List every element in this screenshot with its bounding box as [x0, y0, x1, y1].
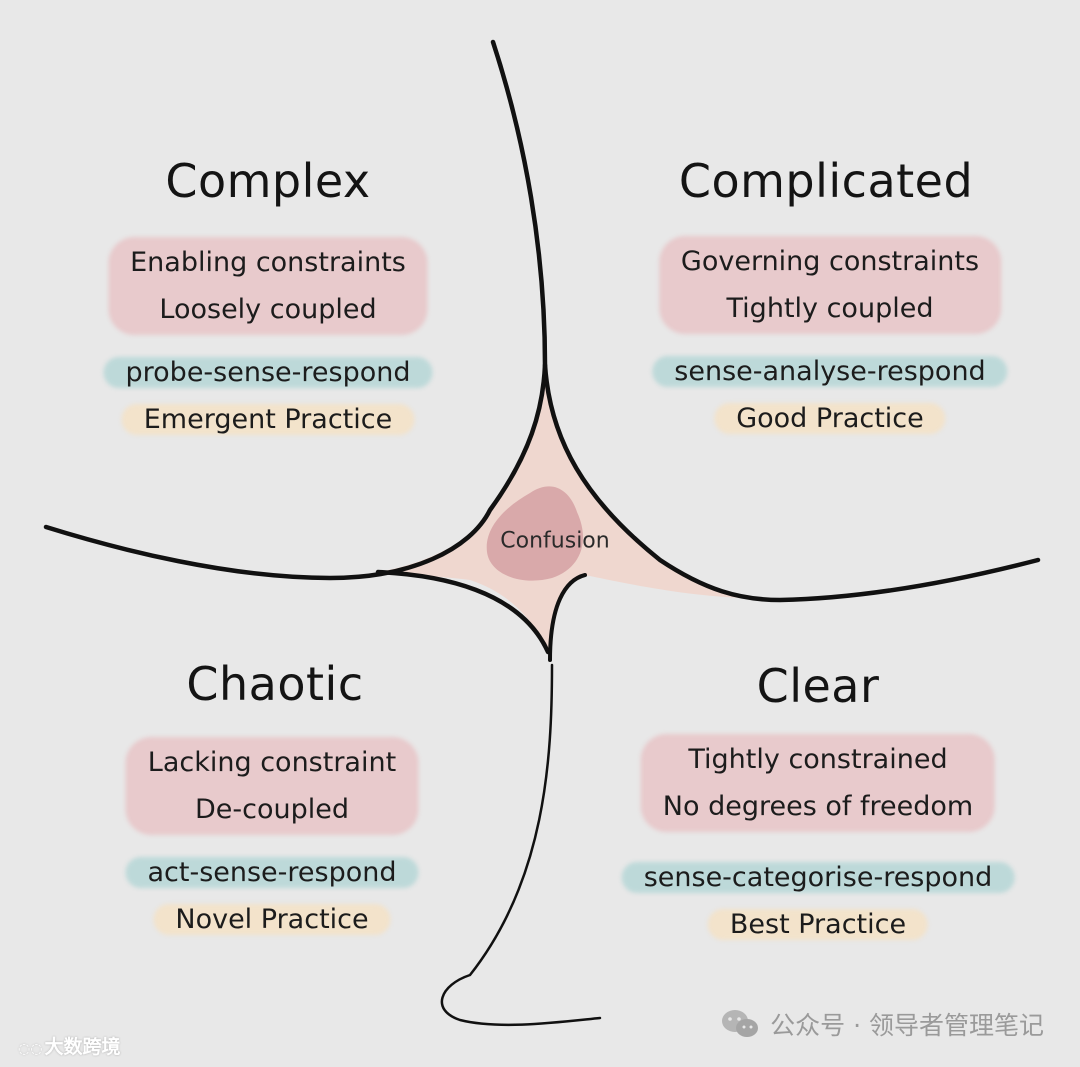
complicated-coupling: Tightly coupled [726, 293, 934, 324]
watermark-right: 公众号 · 领导者管理笔记 [720, 1006, 1044, 1042]
complex-constraint: Enabling constraints [130, 247, 406, 278]
clear-practice: Best Practice [729, 909, 907, 940]
watermark-left-logo-icon: ◌◌ [18, 1041, 43, 1057]
complex-approach-strip: probe-sense-respond [104, 349, 433, 396]
cliff-line [440, 663, 602, 1027]
group-chaotic: Lacking constraint De-coupled act-sense-… [125, 737, 418, 943]
watermark-left: ◌◌大数跨境 [18, 1032, 120, 1059]
clear-constraints-box: Tightly constrained No degrees of freedo… [641, 734, 995, 832]
chaotic-constraints-box: Lacking constraint De-coupled [126, 737, 418, 835]
clear-coupling: No degrees of freedom [662, 791, 974, 822]
complicated-practice-strip: Good Practice [714, 395, 946, 442]
confusion-label: Confusion [500, 528, 610, 554]
complex-constraints-box: Enabling constraints Loosely coupled [108, 237, 428, 335]
boundary-lower-right [548, 573, 587, 662]
chaotic-approach: act-sense-respond [147, 857, 397, 888]
confusion-core [486, 486, 584, 581]
boundary-left [43, 362, 548, 581]
complex-practice-strip: Emergent Practice [122, 396, 414, 443]
boundary-top [490, 39, 1041, 603]
boundary-lower [375, 569, 551, 655]
group-complex: Enabling constraints Loosely coupled pro… [104, 237, 433, 443]
complex-coupling: Loosely coupled [159, 294, 377, 325]
clear-approach-strip: sense-categorise-respond [622, 854, 1015, 901]
group-complicated: Governing constraints Tightly coupled se… [652, 236, 1007, 442]
clear-approach: sense-categorise-respond [643, 862, 993, 893]
complex-practice: Emergent Practice [143, 404, 393, 435]
chaotic-coupling: De-coupled [194, 794, 349, 825]
chaotic-practice: Novel Practice [175, 904, 369, 935]
watermark-right-text: 公众号 · 领导者管理笔记 [770, 1011, 1044, 1040]
complex-approach: probe-sense-respond [125, 357, 411, 388]
complicated-constraints-box: Governing constraints Tightly coupled [659, 236, 1001, 334]
chaotic-constraint: Lacking constraint [147, 747, 397, 778]
clear-constraint: Tightly constrained [688, 744, 948, 775]
complicated-constraint: Governing constraints [680, 246, 980, 277]
clear-practice-strip: Best Practice [708, 901, 928, 948]
group-clear: Tightly constrained No degrees of freedo… [622, 734, 1015, 948]
complicated-approach: sense-analyse-respond [674, 356, 986, 387]
title-complicated: Complicated [678, 154, 974, 208]
wechat-icon [722, 1010, 759, 1037]
watermark-left-text: 大数跨境 [44, 1036, 121, 1058]
complicated-approach-strip: sense-analyse-respond [652, 348, 1007, 395]
complicated-practice: Good Practice [736, 403, 924, 434]
title-clear: Clear [756, 659, 880, 713]
title-complex: Complex [165, 154, 371, 208]
title-chaotic: Chaotic [186, 657, 364, 711]
chaotic-practice-strip: Novel Practice [153, 896, 390, 943]
chaotic-approach-strip: act-sense-respond [125, 849, 418, 896]
